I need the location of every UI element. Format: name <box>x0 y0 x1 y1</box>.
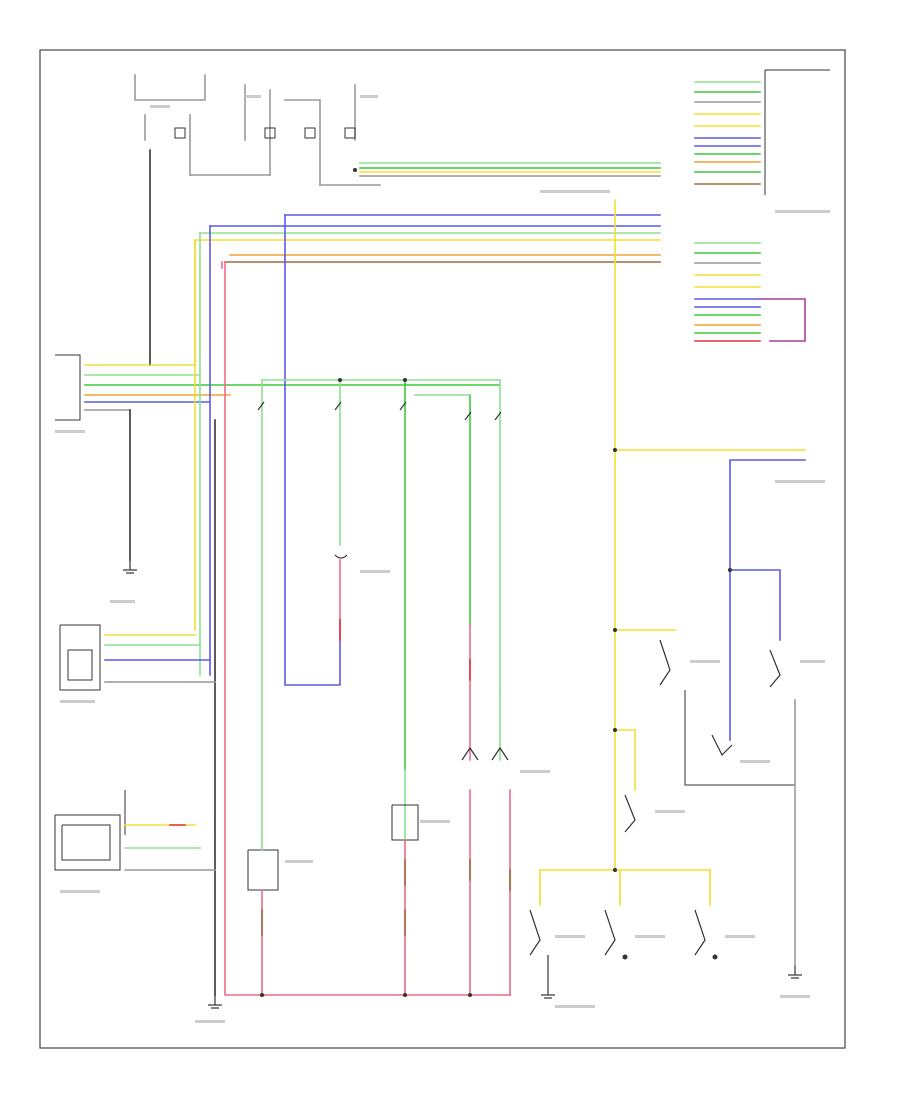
splice-dot-icon <box>613 628 617 632</box>
splice-dot-icon <box>403 378 407 382</box>
switch-contact-icon <box>464 411 472 421</box>
splice-dot-icon <box>613 728 617 732</box>
splice-dot-icon <box>403 993 407 997</box>
upper-switch-contacts <box>257 401 502 421</box>
center-green-bus <box>261 378 501 841</box>
ground-symbol-icon <box>541 985 555 999</box>
component-labels <box>55 95 830 1023</box>
ground-symbol-icon <box>208 995 222 1009</box>
switch-contact-icon <box>257 401 265 411</box>
left-risers <box>194 214 341 996</box>
switch-contact-icon <box>624 794 636 833</box>
ground-symbols <box>123 560 802 1009</box>
splice-dot-icon <box>613 448 617 452</box>
splice-dot-icon <box>338 378 342 382</box>
switch-contact-icon <box>659 639 671 686</box>
splice-dot-icon <box>728 568 732 572</box>
center-lower-columns <box>391 624 511 996</box>
diagram-frame <box>39 49 846 1049</box>
fuse-relay-group <box>134 74 381 366</box>
left-module <box>247 839 279 996</box>
switch-contact-icon <box>529 909 541 956</box>
right-connector-lower <box>694 242 806 342</box>
splice-dot-icon <box>468 993 472 997</box>
splice-dot-icon <box>260 993 264 997</box>
bottom-return-bus <box>260 993 511 997</box>
ground-symbol-icon <box>788 965 802 979</box>
switch-contact-icon <box>604 909 616 956</box>
switch-contact-icon <box>494 411 502 421</box>
right-yellow-circuit <box>529 199 806 985</box>
upper-harness <box>194 162 661 269</box>
left-actuator-upper <box>59 624 216 691</box>
right-connector-upper <box>694 69 830 195</box>
switch-contact-icon <box>399 401 407 411</box>
right-blue-circuit <box>684 459 806 966</box>
switch-contact-icon <box>694 909 706 956</box>
center-door-switch <box>334 554 348 641</box>
ground-symbol-icon <box>123 560 137 574</box>
splice-dot-icon <box>353 168 357 172</box>
splice-dot-icon <box>613 868 617 872</box>
left-actuator-lower <box>54 790 216 871</box>
switch-contact-icon <box>334 401 342 411</box>
left-connector <box>55 239 501 561</box>
